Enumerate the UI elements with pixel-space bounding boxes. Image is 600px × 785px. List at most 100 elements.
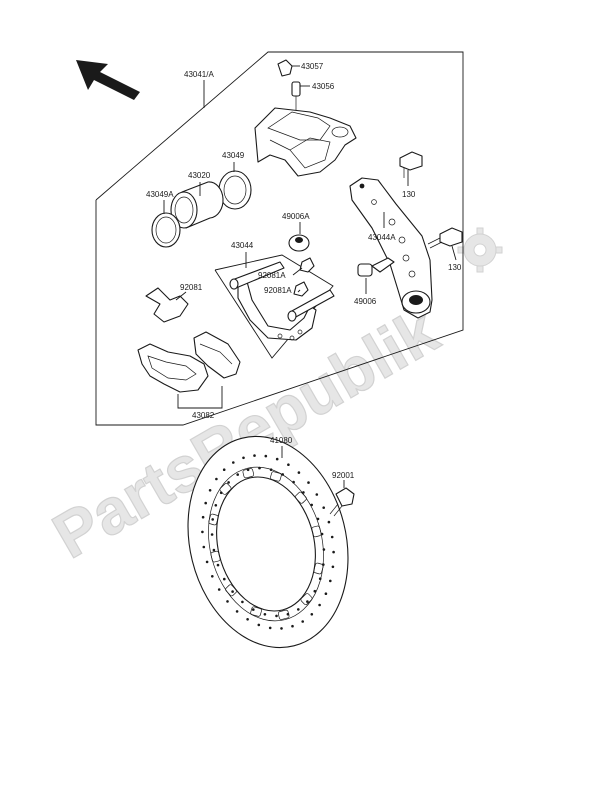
disc-hole [226, 600, 229, 603]
label-43041A: 43041/A [184, 70, 214, 79]
label-43056: 43056 [312, 82, 335, 91]
disc-hole [212, 548, 216, 552]
disc-hole [205, 560, 209, 564]
label-49006: 49006 [354, 297, 377, 306]
disc-hole [330, 535, 334, 539]
disc-hole [327, 520, 331, 524]
disc-hole [275, 457, 279, 461]
disc-slot [208, 513, 219, 526]
disc-hole [204, 501, 207, 505]
disc-hole [211, 575, 214, 578]
disc-hole [280, 627, 283, 630]
disc-hole [257, 623, 261, 627]
clip-92081A-upper [299, 257, 315, 273]
disc-slot [210, 550, 221, 563]
brake-disc-41080 [187, 435, 349, 649]
disc-hole [324, 592, 328, 595]
anti-rattle-spring-92081 [145, 287, 189, 323]
disc-hole [329, 579, 332, 583]
disc-hole [232, 461, 235, 464]
label-43057: 43057 [301, 62, 324, 71]
clip-92081A-lower [293, 281, 309, 297]
disc-hole [231, 590, 234, 593]
label-43049: 43049 [222, 151, 245, 160]
disc-slot [300, 593, 313, 605]
disc-hole [242, 456, 245, 460]
caliper-assembly-frame [95, 51, 464, 426]
disc-hole [202, 545, 206, 549]
dust-seal-43049A [151, 212, 181, 248]
disc-hole [217, 588, 221, 591]
label-92081A-upper: 92081A [258, 271, 286, 280]
disc-hole [315, 493, 319, 496]
disc-hole [227, 481, 230, 484]
disc-hole [322, 506, 326, 510]
disc-hole [297, 608, 300, 611]
disc-hole [258, 466, 261, 470]
bleed-valve-cap [277, 59, 300, 77]
disc-hole [301, 620, 305, 623]
rubber-boot-49006A [288, 234, 310, 252]
disc-slots [208, 468, 324, 620]
bleed-valve [291, 81, 310, 110]
label-92001: 92001 [332, 471, 355, 480]
disc-hole [281, 473, 285, 476]
disc-hole [316, 517, 320, 521]
disc-hole [302, 491, 305, 494]
disc-hole [208, 489, 212, 492]
label-43049A: 43049A [146, 190, 174, 199]
disc-hole [292, 480, 295, 484]
disc-hole [322, 548, 326, 551]
piston-43020 [170, 181, 224, 229]
brake-pad-inner [193, 331, 241, 379]
disc-hole [310, 503, 314, 507]
disc-slot [219, 483, 232, 495]
disc-slot [225, 584, 237, 597]
front-arrow-icon [76, 60, 140, 100]
caliper-bolt-upper [399, 151, 423, 186]
disc-hole [201, 515, 205, 519]
label-43044A: 43044A [368, 233, 396, 242]
disc-hole [331, 565, 335, 569]
disc-hole [318, 577, 322, 580]
caliper-holder-43044A [349, 177, 433, 319]
disc-slot [242, 468, 255, 479]
disc-hole [210, 533, 214, 536]
pad-holder-43044 [214, 254, 335, 359]
label-92081A-lower: 92081A [264, 286, 292, 295]
pin-49006 [357, 257, 395, 277]
disc-hole [216, 563, 220, 567]
label-130-lower: 130 [448, 263, 462, 272]
disc-hole [318, 603, 321, 607]
disc-slot [250, 606, 262, 617]
label-130-upper: 130 [402, 190, 416, 199]
disc-hole [214, 504, 218, 507]
label-43020: 43020 [188, 171, 211, 180]
disc-slot [313, 562, 324, 575]
disc-bolt-92001 [329, 487, 355, 517]
disc-hole [235, 610, 239, 613]
disc-hole [263, 613, 267, 616]
disc-hole [241, 600, 244, 604]
piston-seal-43049 [218, 170, 252, 210]
caliper-bolt-lower [427, 227, 463, 261]
disc-hole [223, 577, 226, 581]
disc-hole [236, 473, 239, 476]
disc-hole [322, 563, 325, 566]
caliper-body [254, 107, 357, 177]
part-labels: 43041/A 43057 43056 43049 43020 43049A 1… [146, 62, 462, 480]
disc-holes [201, 454, 335, 630]
disc-slot [295, 491, 307, 504]
disc-hole [252, 608, 255, 611]
label-43082: 43082 [192, 411, 215, 420]
disc-hole [313, 589, 317, 593]
disc-hole [291, 624, 294, 628]
disc-hole [264, 454, 268, 458]
disc-hole [287, 463, 290, 467]
label-49006A: 49006A [282, 212, 310, 221]
disc-hole [201, 530, 204, 534]
disc-slot [311, 525, 322, 538]
disc-hole [275, 614, 278, 618]
